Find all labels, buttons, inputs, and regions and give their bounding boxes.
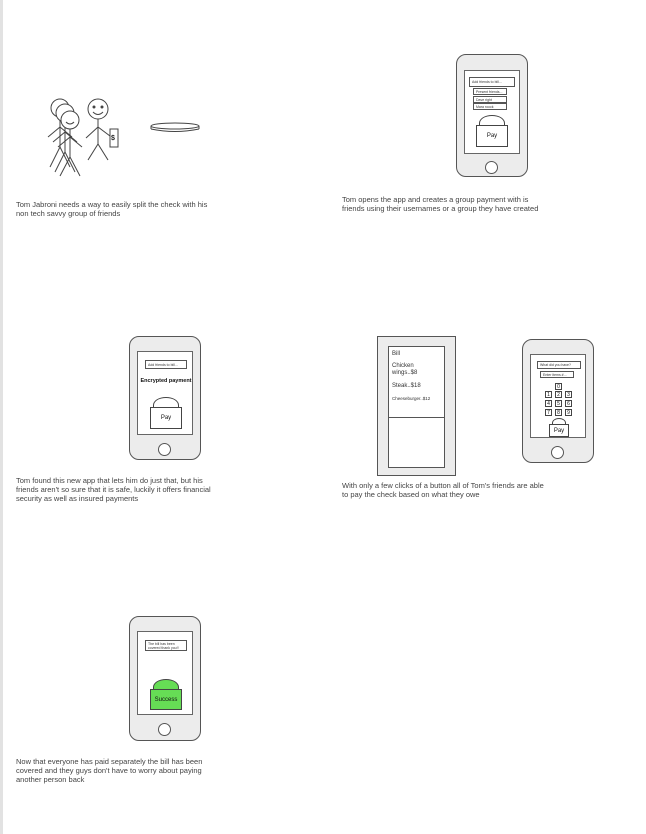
bill-receipt: Bill Chicken wings..$8 Steak..$18 Cheese… <box>388 346 445 418</box>
pay-button[interactable]: Pay <box>549 424 569 437</box>
home-button-icon <box>551 446 564 459</box>
keypad-key-2[interactable]: 2 <box>555 391 562 398</box>
home-button-icon <box>485 161 498 174</box>
keypad-key-0[interactable]: 0 <box>555 383 562 390</box>
bill-item: Chicken wings..$8 <box>392 363 418 376</box>
dollar-sign-label: $ <box>111 135 115 142</box>
success-indicator: Success <box>150 689 182 710</box>
panel-1-caption: Tom Jabroni needs a way to easily split … <box>16 200 208 218</box>
storyboard-panel-2: Add friends to bill... Present friends..… <box>320 0 646 240</box>
left-border <box>0 0 3 834</box>
add-friends-field[interactable]: Add friends to bill... <box>469 77 515 87</box>
phone-mockup: Add friends to bill... Encrypted payment… <box>129 336 201 460</box>
pay-button-label: Pay <box>553 427 565 434</box>
bill-covered-message: The bill has been covered thank you!! <box>145 640 187 651</box>
keypad-key-1[interactable]: 1 <box>545 391 552 398</box>
bill-receipt-lower <box>388 418 445 468</box>
panel-4-caption: With only a few clicks of a button all o… <box>342 481 544 499</box>
add-friends-field[interactable]: Add friends to bill... <box>145 360 187 369</box>
storyboard-panel-1: $ Tom Jabroni needs a way to easily spli… <box>0 0 320 240</box>
success-label: Success <box>154 696 178 703</box>
pay-button-label: Pay <box>486 133 498 139</box>
storyboard-panel-4: Bill Chicken wings..$8 Steak..$18 Cheese… <box>320 320 646 520</box>
keypad-key-6[interactable]: 6 <box>565 400 572 407</box>
phone-screen: Add friends to bill... Encrypted payment… <box>137 351 193 435</box>
friend-list-item[interactable]: Present friends... <box>473 88 507 95</box>
friend-list-item[interactable]: Mara roock <box>473 103 507 110</box>
lock-shackle-icon <box>552 418 566 428</box>
keypad-key-7[interactable]: 7 <box>545 409 552 416</box>
bill-receipt-frame: Bill Chicken wings..$8 Steak..$18 Cheese… <box>377 336 456 476</box>
bill-item: Steak..$18 <box>392 383 421 389</box>
friend-list-item[interactable]: Dave right <box>473 96 507 103</box>
bill-title: Bill <box>392 351 401 357</box>
what-did-you-have-label: What did you have? <box>537 361 581 369</box>
stick-figures-illustration <box>47 98 200 177</box>
lock-shackle-icon <box>479 115 505 131</box>
phone-screen: The bill has been covered thank you!! Su… <box>137 631 193 715</box>
phone-screen: What did you have? Enter items #... 0 1 … <box>530 354 586 438</box>
panel-3-caption: Tom found this new app that lets him do … <box>16 476 211 503</box>
bill-item: Cheeseburger..$12 <box>392 396 431 401</box>
keypad-key-8[interactable]: 8 <box>555 409 562 416</box>
pay-button[interactable]: Pay <box>476 125 508 147</box>
lock-shackle-icon <box>153 397 179 413</box>
phone-mockup: What did you have? Enter items #... 0 1 … <box>522 339 594 463</box>
phone-mockup: The bill has been covered thank you!! Su… <box>129 616 201 741</box>
keypad-key-4[interactable]: 4 <box>545 400 552 407</box>
home-button-icon <box>158 443 171 456</box>
storyboard-panel-3: Add friends to bill... Encrypted payment… <box>0 320 320 520</box>
home-button-icon <box>158 723 171 736</box>
encrypted-payment-label: Encrypted payment <box>140 378 192 384</box>
keypad-key-9[interactable]: 9 <box>565 409 572 416</box>
panel-2-caption: Tom opens the app and creates a group pa… <box>342 195 539 213</box>
pay-button-label: Pay <box>160 415 172 421</box>
phone-screen: Add friends to bill... Present friends..… <box>464 70 520 154</box>
panel-5-caption: Now that everyone has paid separately th… <box>16 757 203 784</box>
phone-mockup: Add friends to bill... Present friends..… <box>456 54 528 177</box>
keypad-key-3[interactable]: 3 <box>565 391 572 398</box>
storyboard-panel-5: The bill has been covered thank you!! Su… <box>0 600 320 800</box>
pay-button[interactable]: Pay <box>150 407 182 429</box>
keypad-key-5[interactable]: 5 <box>555 400 562 407</box>
items-input[interactable]: Enter items #... <box>540 371 574 378</box>
